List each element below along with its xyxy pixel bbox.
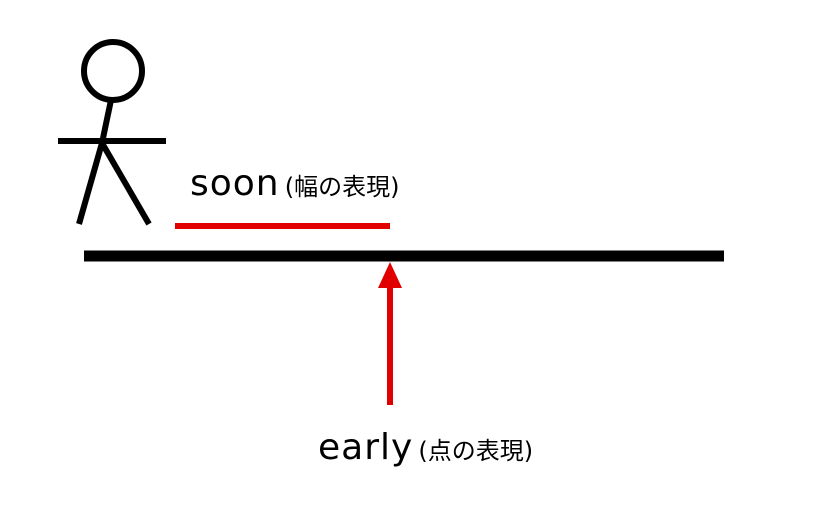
soon-word: soon xyxy=(190,163,280,204)
arrow-head xyxy=(378,262,402,288)
early-word: early xyxy=(318,427,414,468)
soon-note: (幅の表現) xyxy=(284,173,400,201)
figure-right-leg xyxy=(99,141,152,226)
figure-head xyxy=(81,39,145,103)
up-arrow-icon xyxy=(378,262,402,405)
early-note: (点の表現) xyxy=(418,437,534,465)
figure-left-leg xyxy=(76,142,105,225)
figure-body xyxy=(99,99,114,144)
soon-label: soon (幅の表現) xyxy=(190,166,399,202)
stick-figure-icon xyxy=(58,39,166,226)
early-label: early (点の表現) xyxy=(318,430,533,466)
